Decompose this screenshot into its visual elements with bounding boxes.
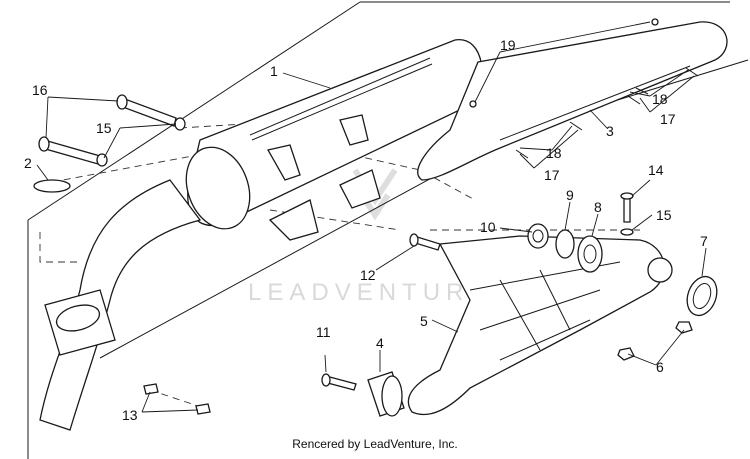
seal-part-7 bbox=[686, 275, 718, 317]
callout-1: 1 bbox=[270, 63, 278, 79]
callout-17-lower: 17 bbox=[544, 167, 560, 183]
screw-part-19-upper bbox=[651, 18, 659, 26]
bolt-part-14 bbox=[620, 192, 634, 223]
nut-part-6-upper bbox=[675, 321, 693, 334]
washer-part-10 bbox=[527, 223, 549, 249]
callout-18-upper: 18 bbox=[652, 91, 668, 107]
callout-labels: 1 2 3 4 5 6 7 8 9 10 11 12 13 14 15 15 1… bbox=[24, 37, 708, 423]
muffler-part-1 bbox=[185, 39, 483, 241]
washer-part-15-right bbox=[620, 228, 634, 236]
screw-part-19-lower bbox=[469, 100, 477, 108]
bracket-part-5 bbox=[407, 235, 673, 416]
callout-18-lower: 18 bbox=[546, 145, 562, 161]
callout-19: 19 bbox=[500, 37, 516, 53]
callout-12: 12 bbox=[360, 267, 376, 283]
callout-13: 13 bbox=[122, 407, 138, 423]
washer-part-15-upper bbox=[174, 117, 186, 131]
exhaust-downpipe bbox=[39, 179, 202, 431]
callout-10: 10 bbox=[480, 219, 496, 235]
bolt-part-11 bbox=[321, 373, 357, 391]
callout-3: 3 bbox=[606, 123, 614, 139]
bushing-part-4 bbox=[367, 371, 405, 417]
nut-part-13-upper bbox=[143, 383, 159, 395]
callout-9: 9 bbox=[566, 187, 574, 203]
bolt-part-16-lower bbox=[38, 136, 101, 165]
callout-5: 5 bbox=[420, 313, 428, 329]
leader-lines bbox=[36, 21, 707, 413]
nut-part-6-lower bbox=[617, 347, 635, 361]
spacer-part-8 bbox=[577, 235, 603, 273]
gasket-part-2 bbox=[33, 179, 71, 193]
callout-11: 11 bbox=[316, 324, 331, 340]
callout-4: 4 bbox=[376, 335, 384, 351]
callout-15-right: 15 bbox=[656, 207, 672, 223]
callout-2: 2 bbox=[24, 155, 32, 171]
render-credit-caption: Rencered by LeadVenture, Inc. bbox=[292, 437, 458, 451]
nut-part-13-lower bbox=[195, 403, 211, 415]
callout-16: 16 bbox=[32, 82, 48, 98]
callout-14: 14 bbox=[648, 162, 664, 178]
callout-15-left: 15 bbox=[96, 120, 112, 136]
bolt-part-16-upper bbox=[116, 94, 177, 127]
o-ring-part-9 bbox=[555, 229, 575, 259]
callout-7: 7 bbox=[700, 233, 708, 249]
callout-6: 6 bbox=[656, 359, 664, 375]
watermark-text: LEADVENTURE bbox=[248, 279, 491, 306]
bolt-part-12 bbox=[409, 233, 441, 251]
callout-17-upper: 17 bbox=[660, 111, 676, 127]
clips-part-17-18 bbox=[515, 67, 699, 159]
callout-8: 8 bbox=[594, 199, 602, 215]
